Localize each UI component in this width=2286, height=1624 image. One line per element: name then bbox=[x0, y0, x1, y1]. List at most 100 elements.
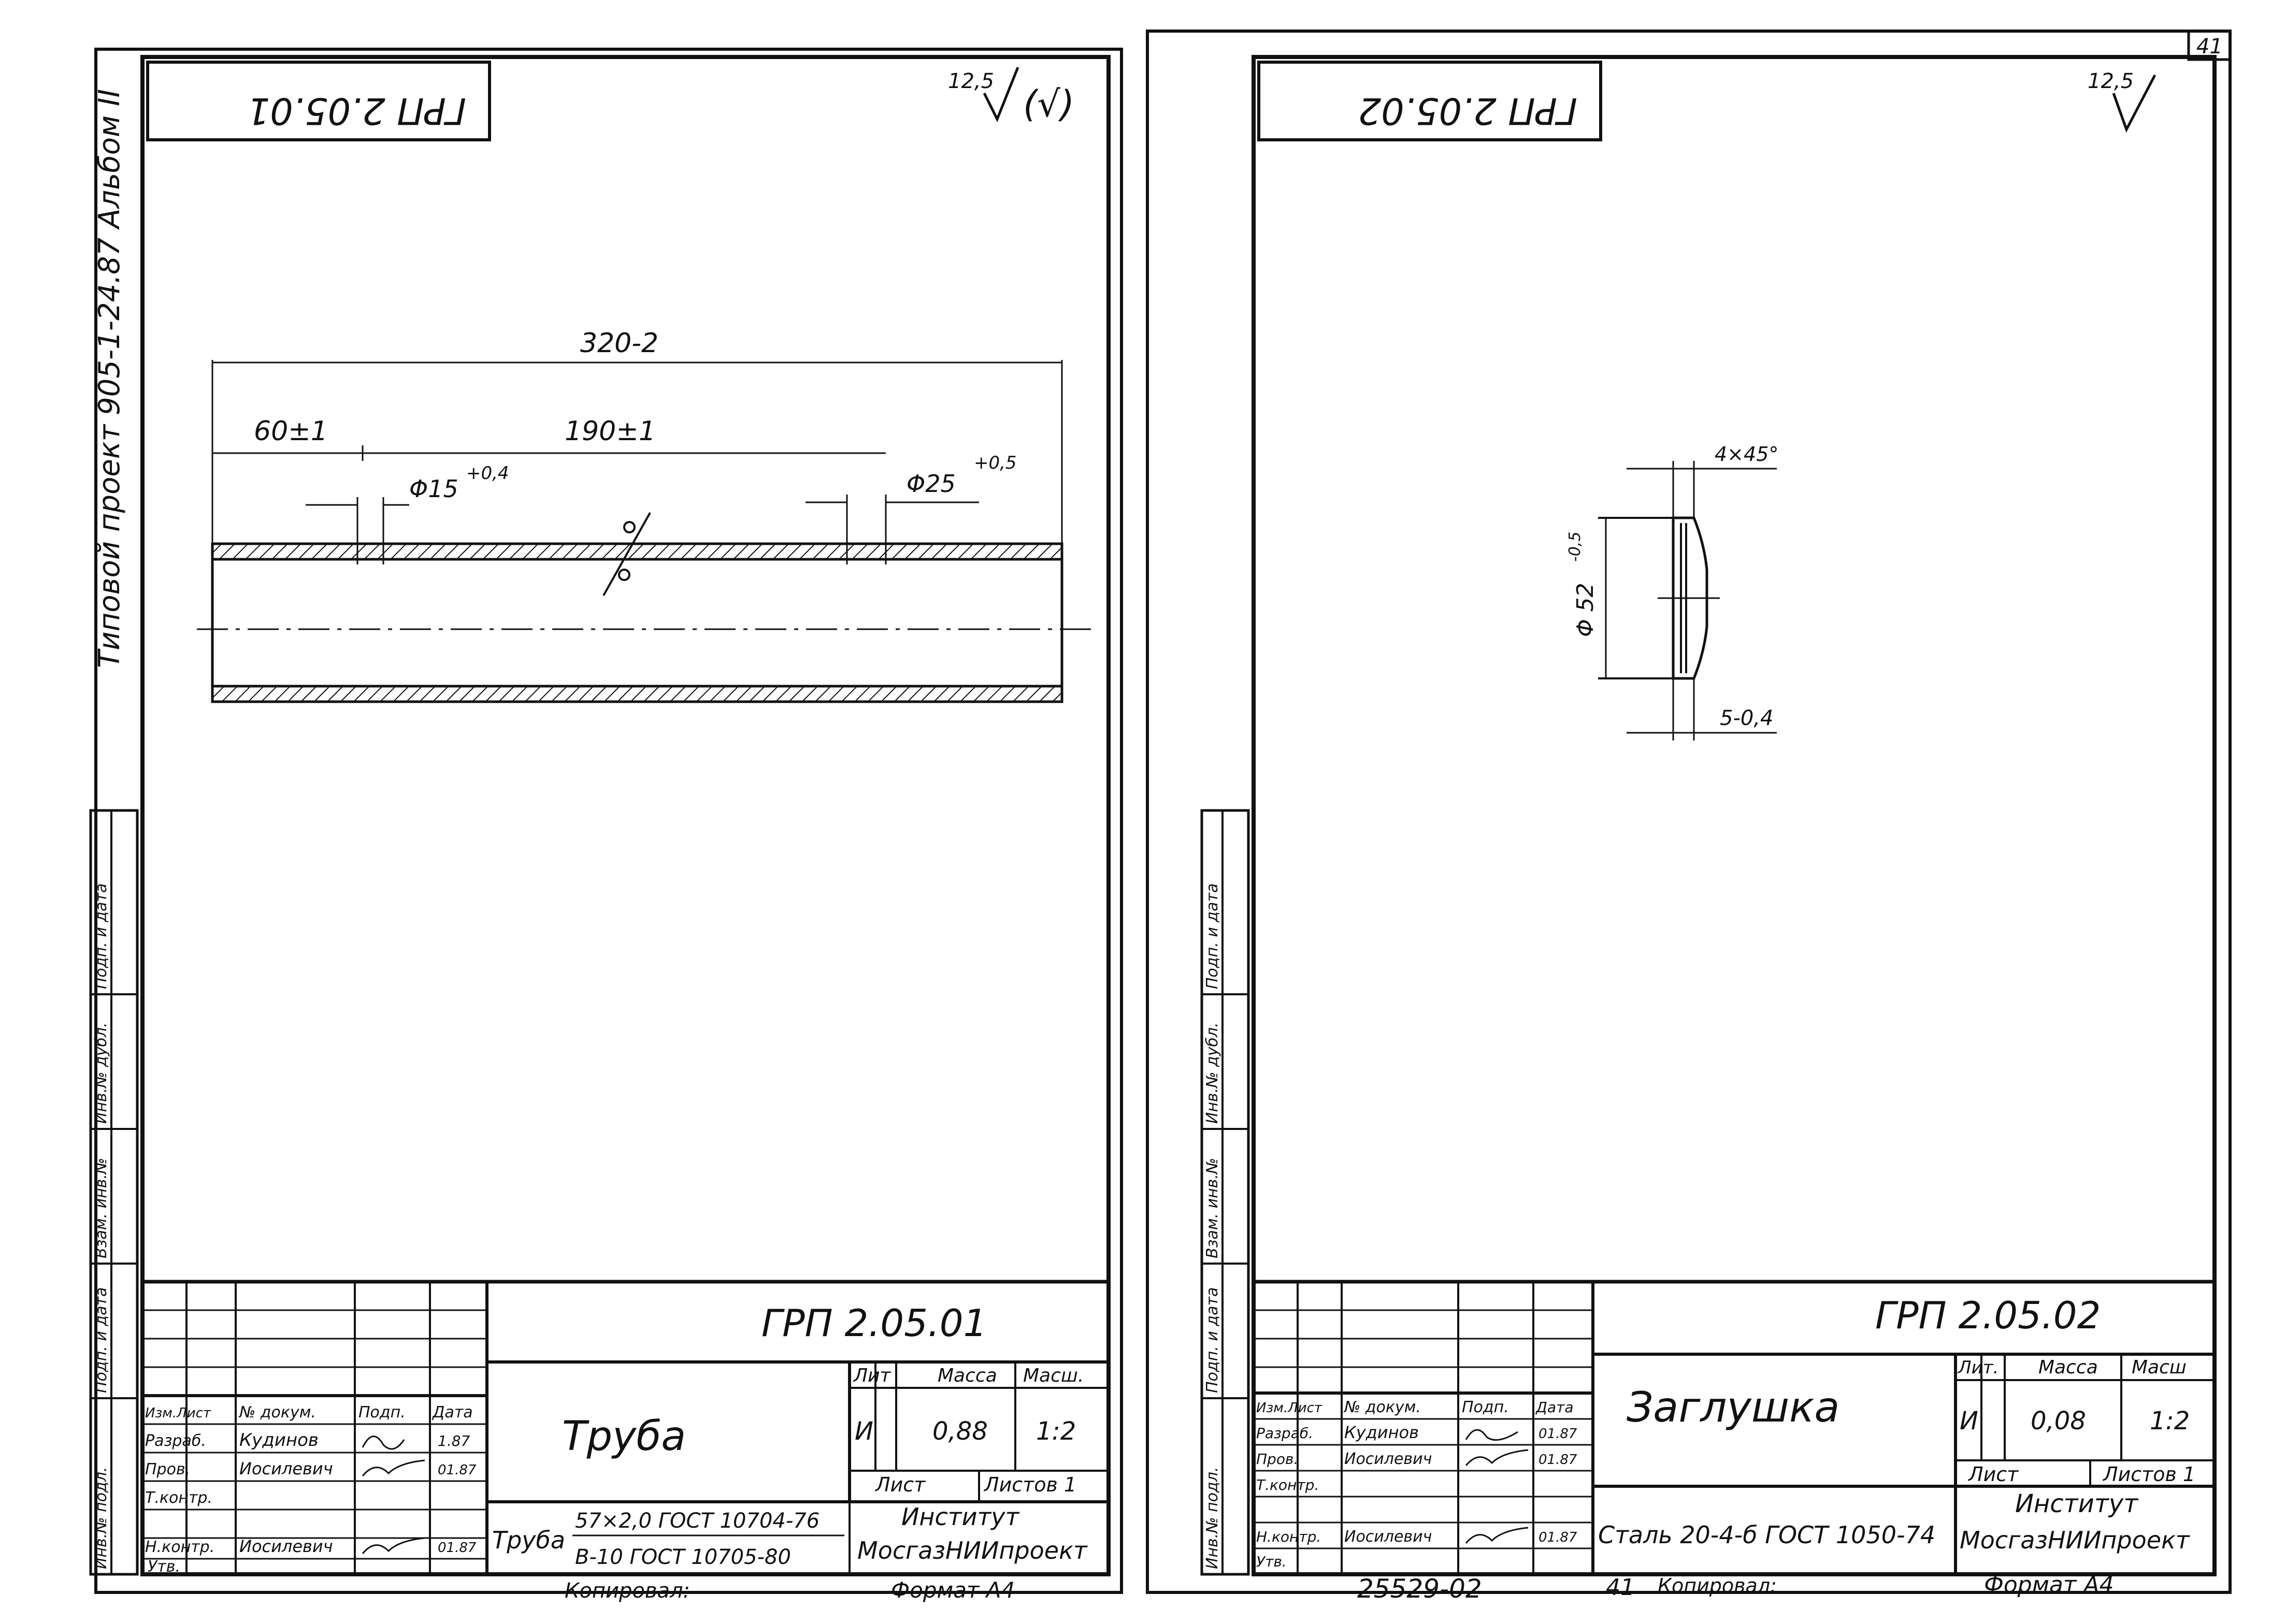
s1-row4-role: Н.контр. bbox=[145, 1538, 214, 1556]
plug-drawing bbox=[1598, 461, 1777, 741]
sheet1-lit-label: Лит bbox=[853, 1365, 891, 1386]
s1-row1-role: Разраб. bbox=[145, 1432, 206, 1450]
sheet1-outer-border bbox=[94, 48, 1123, 1594]
doc-number: 25529-02 bbox=[1357, 1574, 1482, 1604]
sheet1-roughness: 12,5 (√) bbox=[948, 67, 1074, 125]
sheet1-scale-value: 1:2 bbox=[1036, 1417, 1076, 1446]
pipe-wall-bottom bbox=[211, 685, 1063, 703]
sheet1-lit-value: И bbox=[855, 1417, 873, 1446]
dim-hole-spacing: 190±1 bbox=[565, 416, 656, 447]
side-label-vzam-2: Взам. инв.№ bbox=[1203, 1158, 1221, 1258]
format-label-1: Формат А4 bbox=[891, 1577, 1015, 1603]
s2-row0-date: Дата bbox=[1535, 1399, 1574, 1416]
side-label-podp-data-3: Подп. и дата bbox=[1203, 1287, 1221, 1393]
dim-plug-thickness: 5-0,4 bbox=[1720, 706, 1774, 730]
svg-text:(√): (√) bbox=[1023, 83, 1074, 125]
sheet2-mass-label: Масса bbox=[2038, 1357, 2098, 1378]
dim-hole1-tolerance: +0,4 bbox=[466, 463, 509, 484]
s1-row0-date: Дата bbox=[432, 1403, 473, 1422]
format-label-2: Формат А4 bbox=[1984, 1572, 2114, 1598]
sheet2-lit-label: Лит. bbox=[1957, 1357, 1999, 1378]
sheet1-title-block bbox=[140, 1280, 1111, 1576]
sheet1-rotated-code: ГРП 2.05.01 bbox=[247, 90, 466, 132]
svg-text:12,5: 12,5 bbox=[948, 69, 994, 93]
s2-row4-date: 01.87 bbox=[1539, 1530, 1577, 1545]
s1-row0-sign: Подп. bbox=[358, 1403, 406, 1422]
s2-row4-name: Иосилевич bbox=[1344, 1528, 1432, 1546]
s1-row0-name: № докум. bbox=[238, 1403, 316, 1422]
s1-row1-date: 1.87 bbox=[438, 1432, 470, 1449]
dim-hole1-diameter: Φ15 bbox=[409, 475, 458, 503]
sheet2-code: ГРП 2.05.02 bbox=[1875, 1294, 2101, 1337]
dim-plug-diameter-tolerance: -0,5 bbox=[1566, 531, 1584, 562]
s2-row1-role: Разраб. bbox=[1256, 1425, 1313, 1442]
side-label-inv-podl-2: Инв.№ подл. bbox=[1203, 1467, 1221, 1569]
sheet1-stamp-box: ГРП 2.05.01 bbox=[146, 61, 491, 141]
sheet-number: 41 bbox=[2196, 35, 2223, 59]
s2-row1-name: Кудинов bbox=[1344, 1423, 1419, 1442]
s2-row5-role: Утв. bbox=[1256, 1553, 1287, 1570]
sheet2-sheets-label: Листов 1 bbox=[2102, 1463, 2195, 1486]
sheet2-lit-value: И bbox=[1960, 1407, 1978, 1436]
sheet2-title-block bbox=[1252, 1280, 2217, 1576]
sheet1-code: ГРП 2.05.01 bbox=[761, 1301, 987, 1345]
dim-left-offset: 60±1 bbox=[254, 416, 328, 447]
copied-by-2: Копировал: bbox=[1658, 1574, 1777, 1597]
side-label-podp-data-2: Подп. и дата bbox=[92, 883, 110, 989]
sheet1-signature-rows: Изм.Лист № докум. Подп. Дата Разраб. Куд… bbox=[145, 1403, 477, 1576]
side-label-podp-data-1: Подп. и дата bbox=[92, 1287, 110, 1393]
svg-text:12,5: 12,5 bbox=[2088, 69, 2134, 93]
s2-row2-name: Иосилевич bbox=[1344, 1450, 1432, 1468]
s1-row3-role: Т.контр. bbox=[145, 1489, 212, 1507]
pipe-drawing bbox=[197, 360, 1093, 703]
sheet2-org-line2: МосгазНИИпроект bbox=[1960, 1526, 2190, 1554]
sheet2-scale-value: 1:2 bbox=[2150, 1407, 2190, 1436]
s1-row0-role: Изм.Лист bbox=[145, 1405, 211, 1421]
s2-row0-name: № докум. bbox=[1343, 1398, 1421, 1416]
sheet1-sheets-label: Листов 1 bbox=[983, 1473, 1076, 1496]
sheet1-sheet-label: Лист bbox=[874, 1473, 926, 1496]
sheet2-mass-value: 0,08 bbox=[2031, 1407, 2086, 1436]
sheet-number-box bbox=[2187, 30, 2232, 61]
s2-row4-role: Н.контр. bbox=[1256, 1528, 1321, 1545]
sheet1-scale-label: Масш. bbox=[1023, 1365, 1084, 1386]
sheet-borders bbox=[94, 30, 2232, 1594]
s2-row2-role: Пров. bbox=[1256, 1451, 1298, 1468]
sheet2-scale-label: Масш bbox=[2132, 1357, 2187, 1378]
side-label-inv-podl: Инв.№ подл. bbox=[92, 1467, 110, 1569]
s2-row1-date: 01.87 bbox=[1539, 1426, 1577, 1442]
sheet1-material-line1: 57×2,0 ГОСТ 10704-76 bbox=[575, 1509, 819, 1533]
sheet1-material-prefix: Труба bbox=[492, 1526, 565, 1554]
dim-chamfer: 4×45° bbox=[1715, 443, 1778, 466]
sheet1-mass-label: Масса bbox=[938, 1365, 997, 1386]
s1-row2-name: Иосилевич bbox=[239, 1459, 333, 1478]
sheet1-material-line2: В-10 ГОСТ 10705-80 bbox=[575, 1545, 791, 1569]
sheet2-part-name: Заглушка bbox=[1627, 1383, 1839, 1431]
dim-overall-length: 320-2 bbox=[580, 328, 658, 359]
dim-hole2-tolerance: +0,5 bbox=[974, 453, 1017, 473]
sheet2-roughness: 12,5 bbox=[2088, 69, 2156, 133]
bottom-sheet-number: 41 bbox=[1606, 1574, 1635, 1601]
s2-row0-role: Изм.Лист bbox=[1256, 1400, 1322, 1416]
copied-by-1: Копировал: bbox=[565, 1579, 690, 1603]
sheet2-material: Сталь 20-4-б ГОСТ 1050-74 bbox=[1598, 1521, 1935, 1549]
dim-hole2-diameter: Φ25 bbox=[907, 470, 956, 498]
s2-row0-sign: Подп. bbox=[1462, 1398, 1509, 1416]
dim-plug-diameter: Φ 52 bbox=[1572, 583, 1599, 637]
sheet1-mass-value: 0,88 bbox=[932, 1417, 988, 1446]
s1-row4-date: 01.87 bbox=[438, 1540, 477, 1556]
s1-row4-name: Иосилевич bbox=[239, 1536, 333, 1556]
side-label-podp-data-4: Подп. и дата bbox=[1203, 883, 1221, 989]
album-side-text: Типовой проект 905-1-24.87 Альбом II bbox=[93, 89, 126, 668]
sheet2-rotated-code: ГРП 2.05.02 bbox=[1358, 90, 1577, 132]
sheet2-sheet-label: Лист bbox=[1967, 1463, 2019, 1486]
sheet2-outer-border bbox=[1146, 30, 2232, 1594]
pipe-wall-top bbox=[211, 542, 1063, 561]
sheet1-frame bbox=[140, 55, 1111, 1576]
side-label-inv-dubl-2: Инв.№ дубл. bbox=[1203, 1022, 1221, 1124]
s2-row3-role: Т.контр. bbox=[1256, 1476, 1319, 1494]
sheet1-org-line2: МосгазНИИпроект bbox=[857, 1536, 1088, 1564]
s1-row5-role: Утв. bbox=[148, 1558, 180, 1576]
s1-row1-name: Кудинов bbox=[239, 1430, 319, 1451]
